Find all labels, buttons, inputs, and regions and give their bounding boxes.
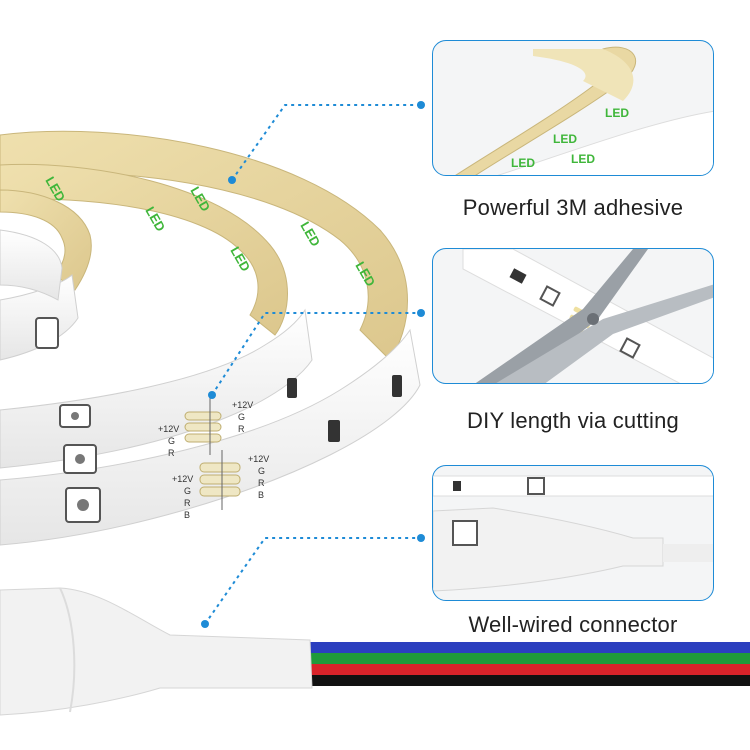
pad-label-g: G: [168, 436, 175, 446]
pad-label-g: G: [258, 466, 265, 476]
callout-line-adhesive: [231, 104, 421, 181]
cut-pads-upper: [184, 411, 222, 443]
pad-label-r: R: [238, 424, 245, 434]
pad-label-b: B: [258, 490, 264, 500]
resistor-group: [287, 375, 402, 442]
led-print-panel: LED: [553, 132, 577, 146]
connector-detail-panel: [432, 465, 714, 601]
pad-label-g: G: [184, 486, 191, 496]
led-chip: [35, 317, 59, 349]
pad-label-g: G: [238, 412, 245, 422]
adhesive-detail-panel: LED LED LED LED: [432, 40, 714, 176]
pad-label-12v: +12V: [158, 424, 179, 434]
wire-bundle: [300, 642, 750, 686]
connector-sleeve: [0, 587, 313, 716]
adhesive-backing-inner: [0, 189, 92, 291]
led-strip-top-edge: [0, 229, 63, 301]
resistor: [392, 375, 402, 397]
caption-adhesive: Powerful 3M adhesive: [462, 195, 684, 220]
resistor: [328, 420, 340, 442]
resistor: [287, 378, 297, 398]
callout-line-connector: [204, 537, 421, 625]
cut-pads-lower: [199, 462, 241, 497]
led-print-panel: LED: [605, 106, 629, 120]
led-strip-outer: [0, 328, 421, 546]
led-print-panel: LED: [511, 156, 535, 170]
cutting-detail-panel: [432, 248, 714, 384]
led-print-panel: LED: [571, 152, 595, 166]
pad-label-12v: +12V: [248, 454, 269, 464]
pad-label-r: R: [184, 498, 191, 508]
led-strip-middle: [0, 308, 313, 469]
caption-cutting: DIY length via cutting: [467, 408, 679, 433]
pad-label-b: B: [184, 510, 190, 520]
pad-label-r: R: [258, 478, 265, 488]
adhesive-backing-middle: [0, 163, 288, 336]
pad-label-12v: +12V: [172, 474, 193, 484]
caption-connector: Well-wired connector: [468, 612, 678, 637]
pad-label-r: R: [168, 448, 175, 458]
pad-label-12v: +12V: [232, 400, 253, 410]
